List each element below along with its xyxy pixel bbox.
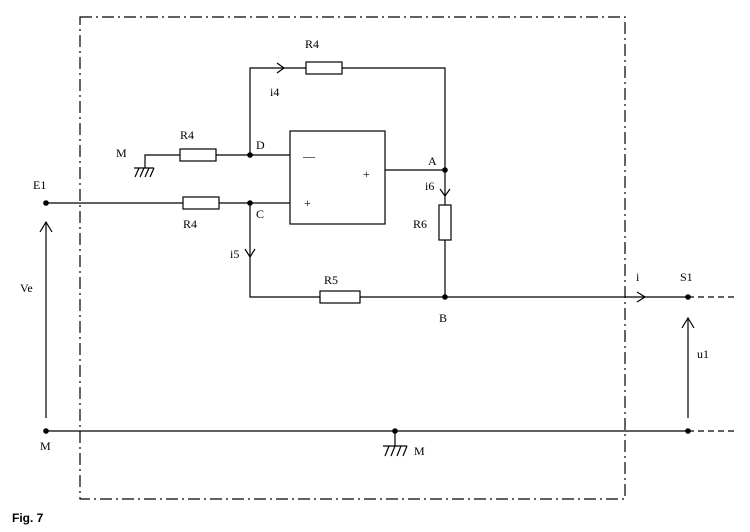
resistor-r5 [319,290,361,304]
resistor-r4-mid [179,148,217,162]
current-arrow-i4 [276,62,286,74]
current-arrow-i5 [244,248,256,259]
label-i4: i4 [270,85,279,99]
label-r5: R5 [324,273,338,287]
label-i: i [636,270,640,284]
label-m-top: M [116,146,127,160]
label-r6: R6 [413,217,427,231]
inverting-input-branch: M R4 D [116,128,290,178]
label-e1: E1 [33,178,46,192]
node-d [247,152,253,158]
non-inverting-input-branch: R4 C E1 [33,178,290,231]
label-r4-top: R4 [305,37,319,51]
op-amp-output-sign: + [363,167,370,181]
terminal-e1 [43,200,49,206]
module-boundary [79,16,626,500]
label-u1: u1 [697,347,709,361]
op-amp-plus-input: + [304,196,311,210]
current-arrow-i6 [439,188,451,198]
label-ve: Ve [20,281,33,295]
r5-branch: i5 R5 B [230,203,448,325]
output-line: i S1 [445,270,735,303]
voltage-u1: u1 [681,316,709,418]
op-amp-minus-input: — [302,149,316,163]
terminal-m-left [43,428,49,434]
ground-line: M M [40,428,735,458]
resistor-r4-top [305,61,343,75]
label-m-left: M [40,439,51,453]
label-m-bottom: M [414,444,425,458]
label-node-d: D [256,138,265,152]
label-s1: S1 [680,270,693,284]
ground-symbol-top [134,167,155,178]
label-r4-mid: R4 [180,128,194,142]
label-i6: i6 [425,179,434,193]
label-i5: i5 [230,247,239,261]
feedback-branch: R4 i4 [249,37,446,170]
resistor-r6 [438,204,452,241]
label-node-b: B [439,311,447,325]
label-node-a: A [428,154,437,168]
resistor-r4-low [182,196,220,210]
r6-branch: i6 R6 [413,170,452,297]
op-amp: — + + A [289,130,448,225]
label-node-c: C [256,207,264,221]
voltage-ve: Ve [20,220,53,418]
figure-caption: Fig. 7 [12,511,44,525]
ground-symbol-bottom [383,431,408,457]
terminal-m-right [685,428,691,434]
terminal-s1 [685,294,691,300]
label-r4-low: R4 [183,217,197,231]
current-arrow-i [636,291,647,303]
